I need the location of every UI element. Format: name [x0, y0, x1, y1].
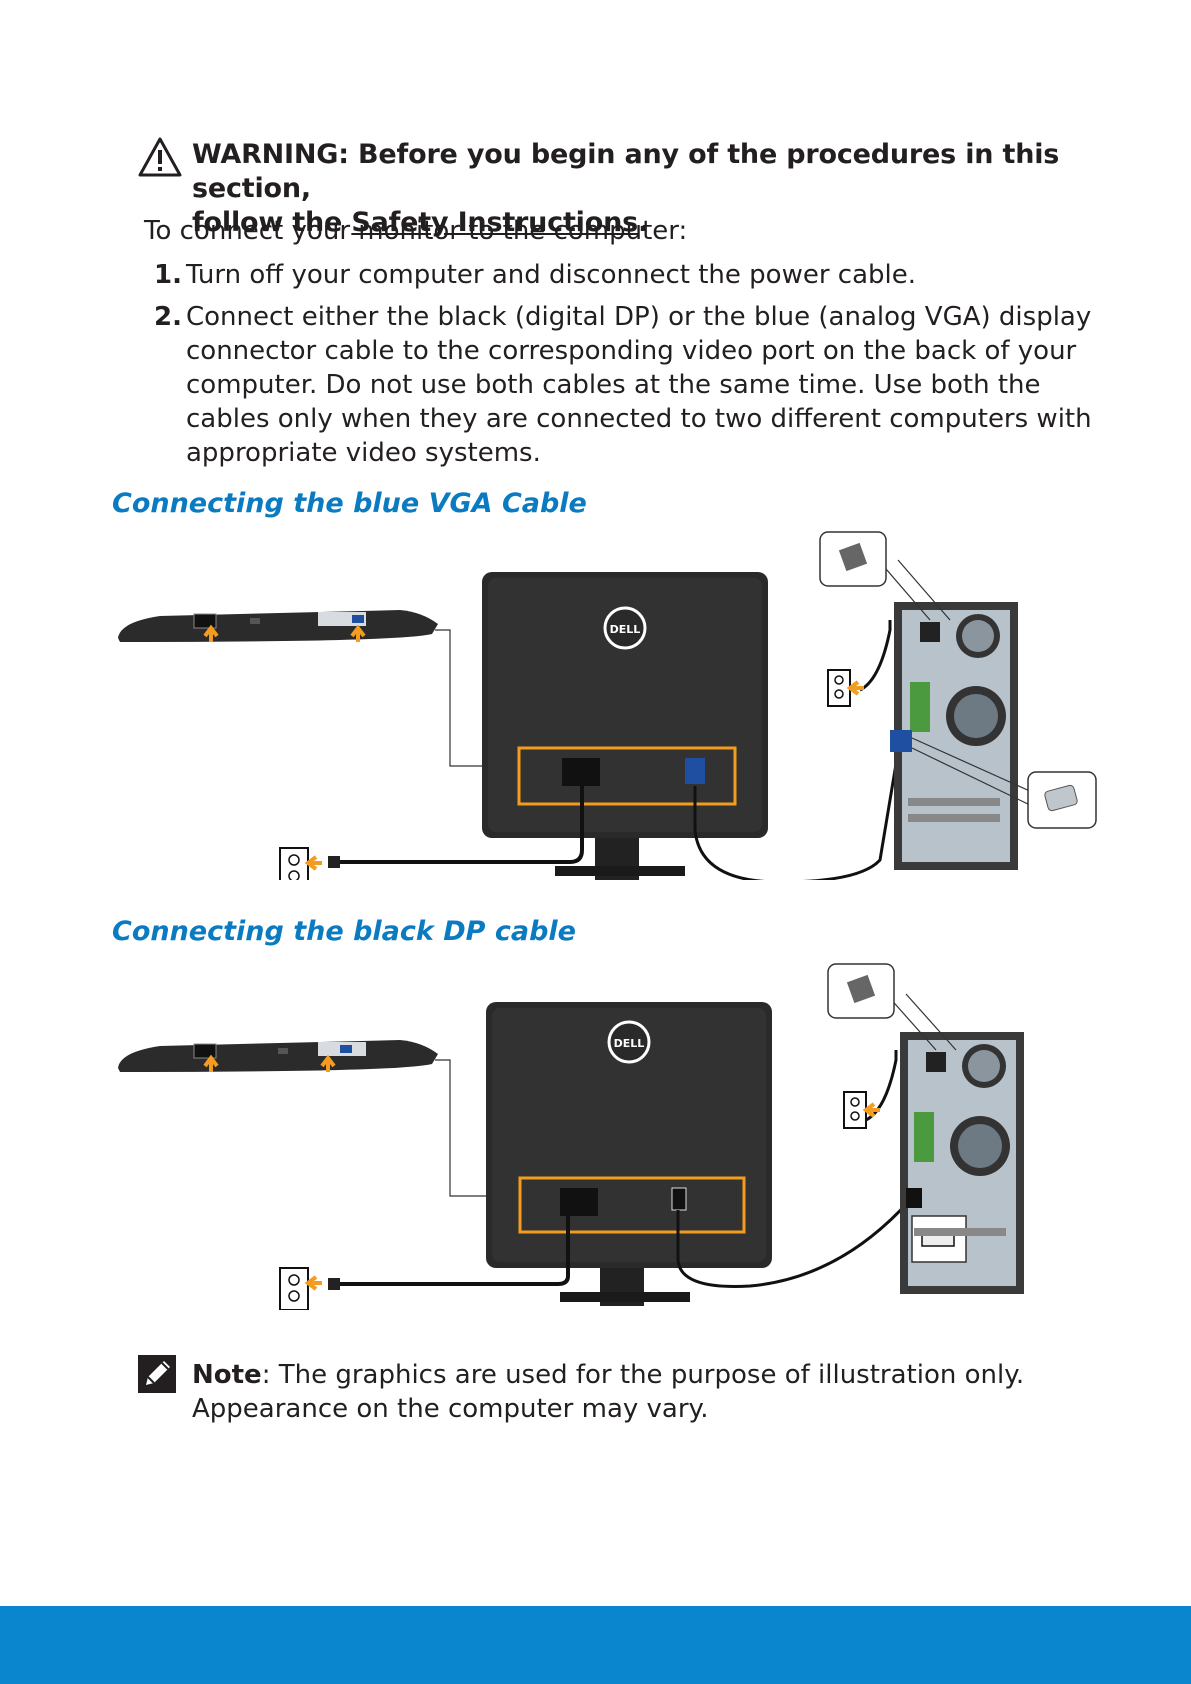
- step-text: Turn off your computer and disconnect th…: [186, 260, 916, 290]
- note-message: Note: The graphics are used for the purp…: [192, 1358, 1092, 1426]
- dp-port: [278, 1048, 288, 1054]
- step-text: Connect either the black (digital DP) or…: [186, 302, 1092, 468]
- power-cable: [340, 1216, 570, 1286]
- arrow-power: [203, 1054, 219, 1072]
- power-port: [193, 613, 217, 629]
- step-2: 2. Connect either the black (digital DP)…: [154, 300, 1114, 470]
- dell-logo-text: DELL: [610, 623, 641, 636]
- heading-dp-cable: Connecting the black DP cable: [112, 916, 576, 947]
- dell-logo: [607, 1020, 651, 1064]
- warning-suffix: .: [637, 207, 649, 238]
- safety-instructions-link[interactable]: Safety Instructions: [351, 207, 638, 238]
- arrow-dp: [320, 1054, 336, 1072]
- arrow-outlet: [304, 1275, 322, 1291]
- vga-port: [340, 1045, 352, 1053]
- port-highlight: [517, 746, 737, 806]
- warning-icon: [138, 137, 182, 177]
- note-pencil-icon: [138, 1355, 176, 1393]
- warning-prefix: follow the: [192, 207, 352, 238]
- wall-outlet: [279, 847, 309, 880]
- note-body: : The graphics are used for the purpose …: [192, 1360, 1025, 1424]
- warning-line-2: follow the Safety Instructions.: [192, 206, 1092, 240]
- vga-cable: [693, 739, 902, 880]
- vga-port: [352, 615, 364, 623]
- heading-vga-cable: Connecting the blue VGA Cable: [112, 488, 587, 519]
- dell-logo: [603, 606, 647, 650]
- intro-text: To connect your monitor to the computer:: [144, 216, 688, 246]
- dp-cable: [676, 1198, 912, 1288]
- arrow-power: [203, 624, 219, 642]
- arrow-outlet: [304, 855, 322, 871]
- dp-connection-diagram: DELL: [118, 963, 1024, 1310]
- footer-bar: [0, 1606, 1191, 1684]
- step-1: 1. Turn off your computer and disconnect…: [154, 258, 1114, 292]
- arrow-vga: [350, 624, 366, 642]
- dell-logo-text: DELL: [614, 1037, 645, 1050]
- warning-message: WARNING: Before you begin any of the pro…: [192, 138, 1092, 240]
- warning-line-1: WARNING: Before you begin any of the pro…: [192, 139, 1060, 204]
- step-number: 1.: [154, 260, 182, 290]
- vga-connection-diagram: DELL: [118, 531, 1097, 880]
- power-port: [193, 1043, 217, 1059]
- dp-port: [250, 618, 260, 624]
- port-highlight: [518, 1176, 746, 1234]
- monitor-underside: [118, 610, 438, 642]
- monitor-underside: [118, 1040, 438, 1072]
- power-cable: [340, 786, 584, 864]
- note-label: Note: [192, 1360, 262, 1390]
- step-number: 2.: [154, 302, 182, 332]
